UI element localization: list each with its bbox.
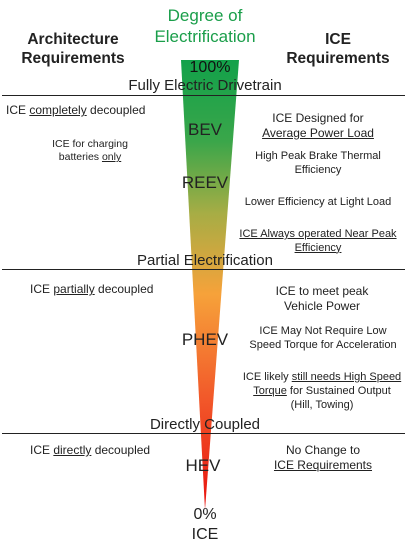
header-left-line1: Architecture — [27, 31, 119, 48]
stage-label-bev: BEV — [187, 120, 223, 139]
divider-label-partial: Partial Electrification — [137, 252, 273, 269]
left-note-bev-sub: ICE for charging batteries only — [52, 138, 128, 164]
stage-label-hev: HEV — [185, 456, 221, 475]
header-right-line2: Requirements — [286, 50, 390, 68]
header-right-line1: ICE — [325, 31, 351, 48]
divider-line-partial — [2, 269, 405, 271]
divider-label-fully-electric: Fully Electric Drivetrain — [128, 77, 282, 94]
left-note-bev-main: ICE completely decoupled — [6, 103, 146, 117]
right-note-high-speed-torque: ICE likely still needs High Speed Torque… — [242, 371, 402, 411]
funnel-top-label: 100% — [189, 59, 231, 76]
header-center-line2: Electrification — [154, 27, 256, 47]
right-note-no-change: No Change to ICE Requirements — [273, 443, 373, 472]
ice-requirements-header: ICE Requirements — [268, 30, 408, 69]
funnel-bottom-label: 0% ICE — [191, 506, 219, 543]
divider-line-direct — [2, 433, 405, 435]
right-note-average-power: ICE Designed for Average Power Load — [262, 111, 374, 140]
left-note-phev: ICE partially decoupled — [30, 282, 154, 296]
right-note-brake-thermal: High Peak Brake Thermal Efficiency — [255, 150, 381, 176]
header-center-line1: Degree of — [167, 6, 243, 25]
right-note-near-peak: ICE Always operated Near Peak Efficiency — [239, 228, 397, 254]
funnel-shape — [181, 60, 239, 510]
stage-label-phev: PHEV — [181, 330, 229, 349]
divider-label-direct: Directly Coupled — [149, 416, 261, 433]
divider-line-fully-electric — [2, 95, 405, 97]
right-note-peak-vehicle-power: ICE to meet peak Vehicle Power — [275, 284, 369, 313]
right-note-low-speed-torque: ICE May Not Require Low Speed Torque for… — [249, 325, 397, 351]
architecture-requirements-header: Architecture Requirements — [8, 30, 138, 69]
right-note-light-load: Lower Efficiency at Light Load — [244, 196, 392, 208]
stage-label-reev: REEV — [181, 173, 229, 192]
header-left-line2: Requirements — [21, 50, 125, 68]
degree-of-electrification-header: Degree of Electrification — [138, 5, 272, 48]
left-note-hev: ICE directly decoupled — [30, 443, 151, 457]
